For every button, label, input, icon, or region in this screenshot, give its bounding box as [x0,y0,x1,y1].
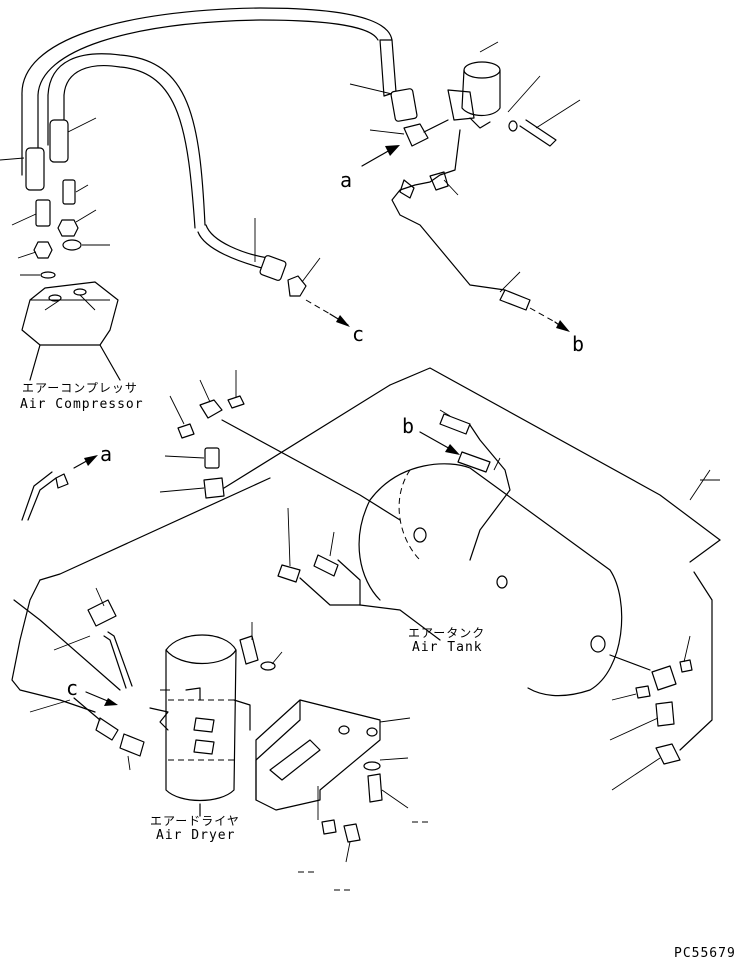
compressor-hoses [0,7,393,229]
compressor-fittings [11,179,110,279]
left-line-to-a [11,455,121,713]
air-compressor-body [21,281,121,381]
dryer-mount-bracket [255,699,411,811]
air-dryer-label-en: Air Dryer [156,828,236,843]
air-tank-label-jp: エアータンク [408,626,486,640]
drawing-code: PC55679 [674,946,736,961]
connection-mark-a-top: a [340,168,353,192]
connection-mark-c-top: c [352,322,365,346]
connection-mark-b-top: b [572,332,585,356]
dryer-inlet-fittings [29,587,170,771]
governor-valve [349,39,581,332]
air-compressor-label-en: Air Compressor [20,397,144,412]
air-dryer-label-jp: エアードライヤ [150,814,240,828]
connection-mark-c-left: c [66,676,79,700]
tank-left-fittings [277,507,441,641]
air-compressor-label-jp: エアーコンプレッサ [22,381,138,395]
center-fittings [39,367,721,581]
tank-right-fittings [609,571,713,791]
air-tank-body [358,463,651,697]
connection-mark-a-left: a [100,442,113,466]
connection-mark-b-tank: b [402,414,415,438]
air-dryer-body [149,622,283,817]
hose-to-c [197,218,350,327]
bracket-hardware [298,757,432,891]
air-tank-label-en: Air Tank [412,640,483,655]
tank-fittings [419,409,511,561]
